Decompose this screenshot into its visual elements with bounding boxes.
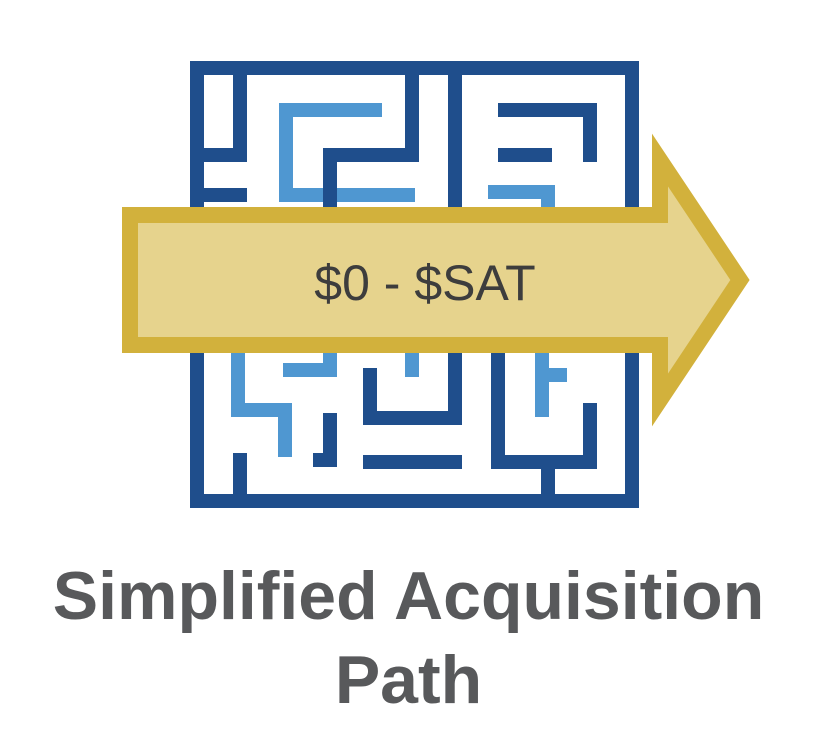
right-arrow-icon (122, 133, 750, 427)
arrow-label: $0 - $SAT (314, 255, 535, 311)
caption-title-line-1: Simplified Acquisition (52, 558, 765, 634)
maze-icon (190, 61, 639, 508)
caption-title-line-2: Path (334, 642, 483, 718)
